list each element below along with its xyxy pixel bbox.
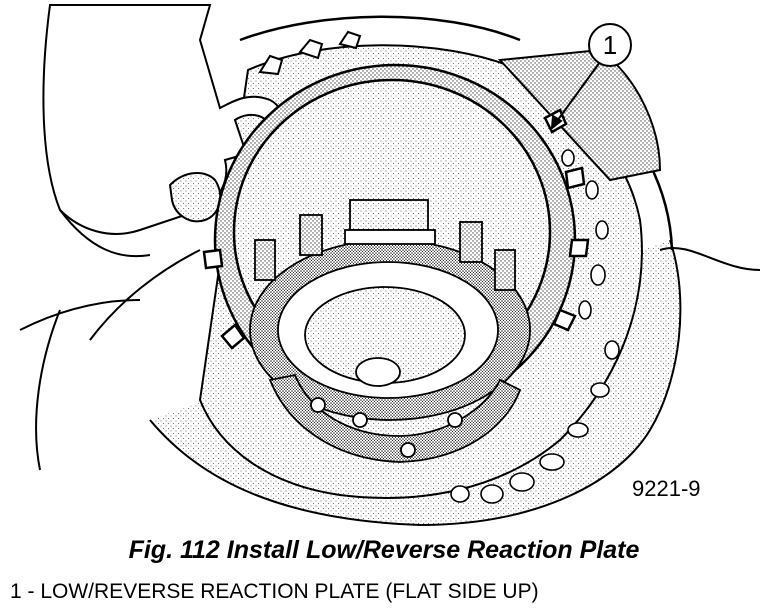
transmission-illustration xyxy=(19,4,761,527)
figure-caption: Fig. 112 Install Low/Reverse Reaction Pl… xyxy=(128,536,640,564)
inner-clutch-hub xyxy=(249,199,531,421)
legend-item: 1 - LOW/REVERSE REACTION PLATE (FLAT SID… xyxy=(10,580,539,603)
callout-leader xyxy=(550,23,632,131)
planetary-gear-ring xyxy=(268,373,522,463)
case-bolt-holes xyxy=(450,149,620,504)
figure-code: 9221-9 xyxy=(632,476,701,501)
callout-number: 1 xyxy=(602,29,618,60)
